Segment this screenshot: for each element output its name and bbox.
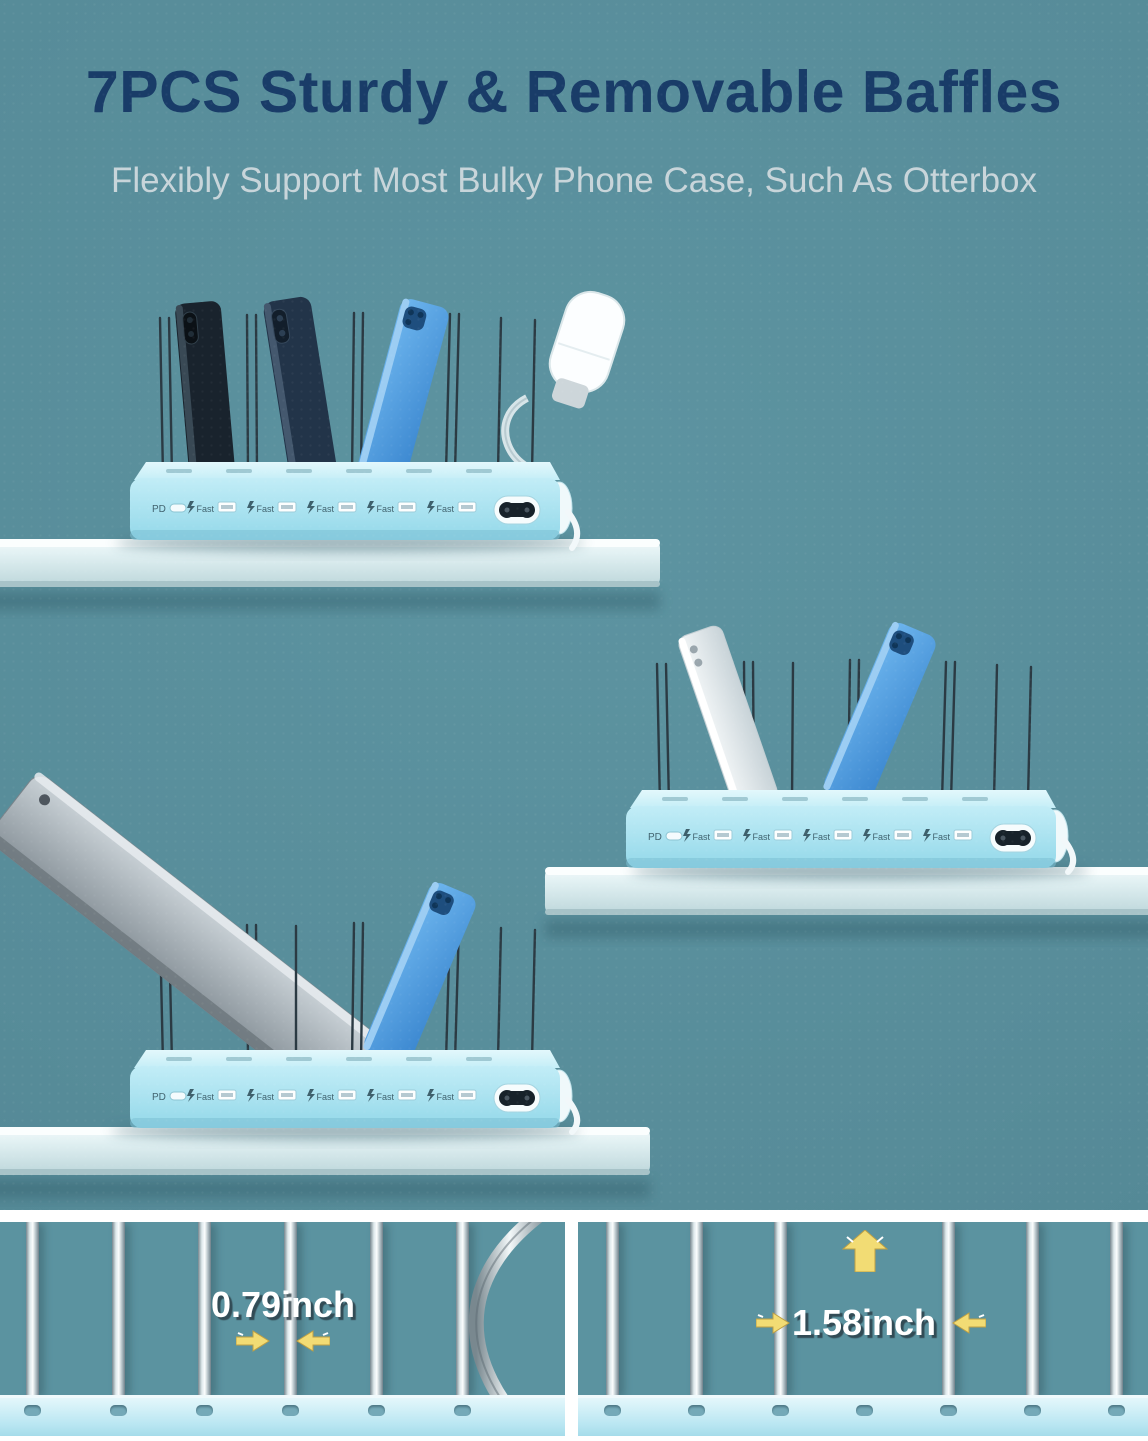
baffle-slot	[368, 1405, 385, 1416]
product-scene: PD Fast Fast Fast	[0, 290, 1148, 1198]
closeup-panel-baffle-spacing: 1.58inch	[578, 1222, 1148, 1436]
baffle-wire	[198, 1222, 211, 1395]
baffle-slot	[604, 1405, 621, 1416]
airpods-on-stand	[501, 290, 626, 478]
stand-clamp	[551, 378, 589, 409]
charging-station	[129, 461, 573, 541]
camera-module	[889, 630, 914, 656]
shelf-shadow	[545, 920, 1148, 938]
shelf-shadow	[0, 1180, 650, 1198]
measurement-label: 1.58inch	[791, 1302, 937, 1343]
power-cable	[565, 509, 581, 551]
baffle-slot	[1108, 1405, 1125, 1416]
camera-module	[182, 311, 199, 345]
power-cable	[1061, 837, 1077, 875]
headline: 7PCS Sturdy & Removable Baffles	[85, 59, 1063, 125]
baffle-wire	[942, 1222, 955, 1395]
scene-bottom-shelf	[0, 772, 650, 1198]
baffle-wire	[370, 1222, 383, 1395]
baffle-slot-empty	[856, 1405, 873, 1416]
baffle-wire	[1110, 1222, 1123, 1395]
baffle-wire	[606, 1222, 619, 1395]
phone-blue	[356, 298, 449, 487]
station-top-closeup	[0, 1395, 565, 1436]
baffle-slot	[196, 1405, 213, 1416]
baffle-slot	[110, 1405, 127, 1416]
baffle-wire	[456, 1222, 469, 1395]
charging-station	[129, 1049, 573, 1129]
power-cable	[565, 1097, 581, 1135]
camera-module	[689, 645, 698, 654]
baffle-wire	[112, 1222, 125, 1395]
baffle-wires-front	[294, 921, 365, 1064]
arrow-up-icon	[842, 1230, 888, 1272]
closeup-panel-baffle-gap: 0.79inch	[0, 1222, 565, 1436]
baffle-slot	[24, 1405, 41, 1416]
baffle-wire	[284, 1222, 297, 1395]
closeup-panels: 0.79inch	[0, 1210, 1148, 1441]
scene-middle-shelf	[545, 621, 1148, 938]
phone-blue	[823, 621, 936, 806]
baffle-wire	[690, 1222, 703, 1395]
phone-dark	[175, 301, 235, 481]
baffle-slot	[282, 1405, 299, 1416]
arrow-left-icon	[296, 1330, 330, 1352]
shelf-shadow	[0, 592, 660, 610]
baffle-slot	[1024, 1405, 1041, 1416]
subheadline: Flexibly Support Most Bulky Phone Case, …	[111, 161, 1037, 200]
camera-module	[271, 308, 291, 344]
arrow-left-icon	[952, 1312, 986, 1334]
airpods-case	[548, 290, 626, 394]
phone-blue	[363, 881, 476, 1066]
arrow-right-icon	[756, 1312, 790, 1334]
camera-module	[39, 794, 51, 806]
arrow-right-icon	[236, 1330, 270, 1352]
baffle-slot	[688, 1405, 705, 1416]
camera-module	[429, 890, 454, 916]
baffle-wire	[26, 1222, 39, 1395]
scene-top-shelf	[0, 290, 660, 610]
baffle-wire	[1026, 1222, 1039, 1395]
charging-station	[625, 789, 1069, 869]
baffle-slot	[454, 1405, 471, 1416]
baffle-slot	[772, 1405, 789, 1416]
baffle-slot	[940, 1405, 957, 1416]
station-top-closeup	[578, 1395, 1148, 1436]
baffle-wire	[774, 1222, 787, 1395]
measurement-label: 0.79inch	[210, 1284, 356, 1325]
phone-navy	[263, 296, 337, 482]
phone-silver	[678, 625, 778, 811]
